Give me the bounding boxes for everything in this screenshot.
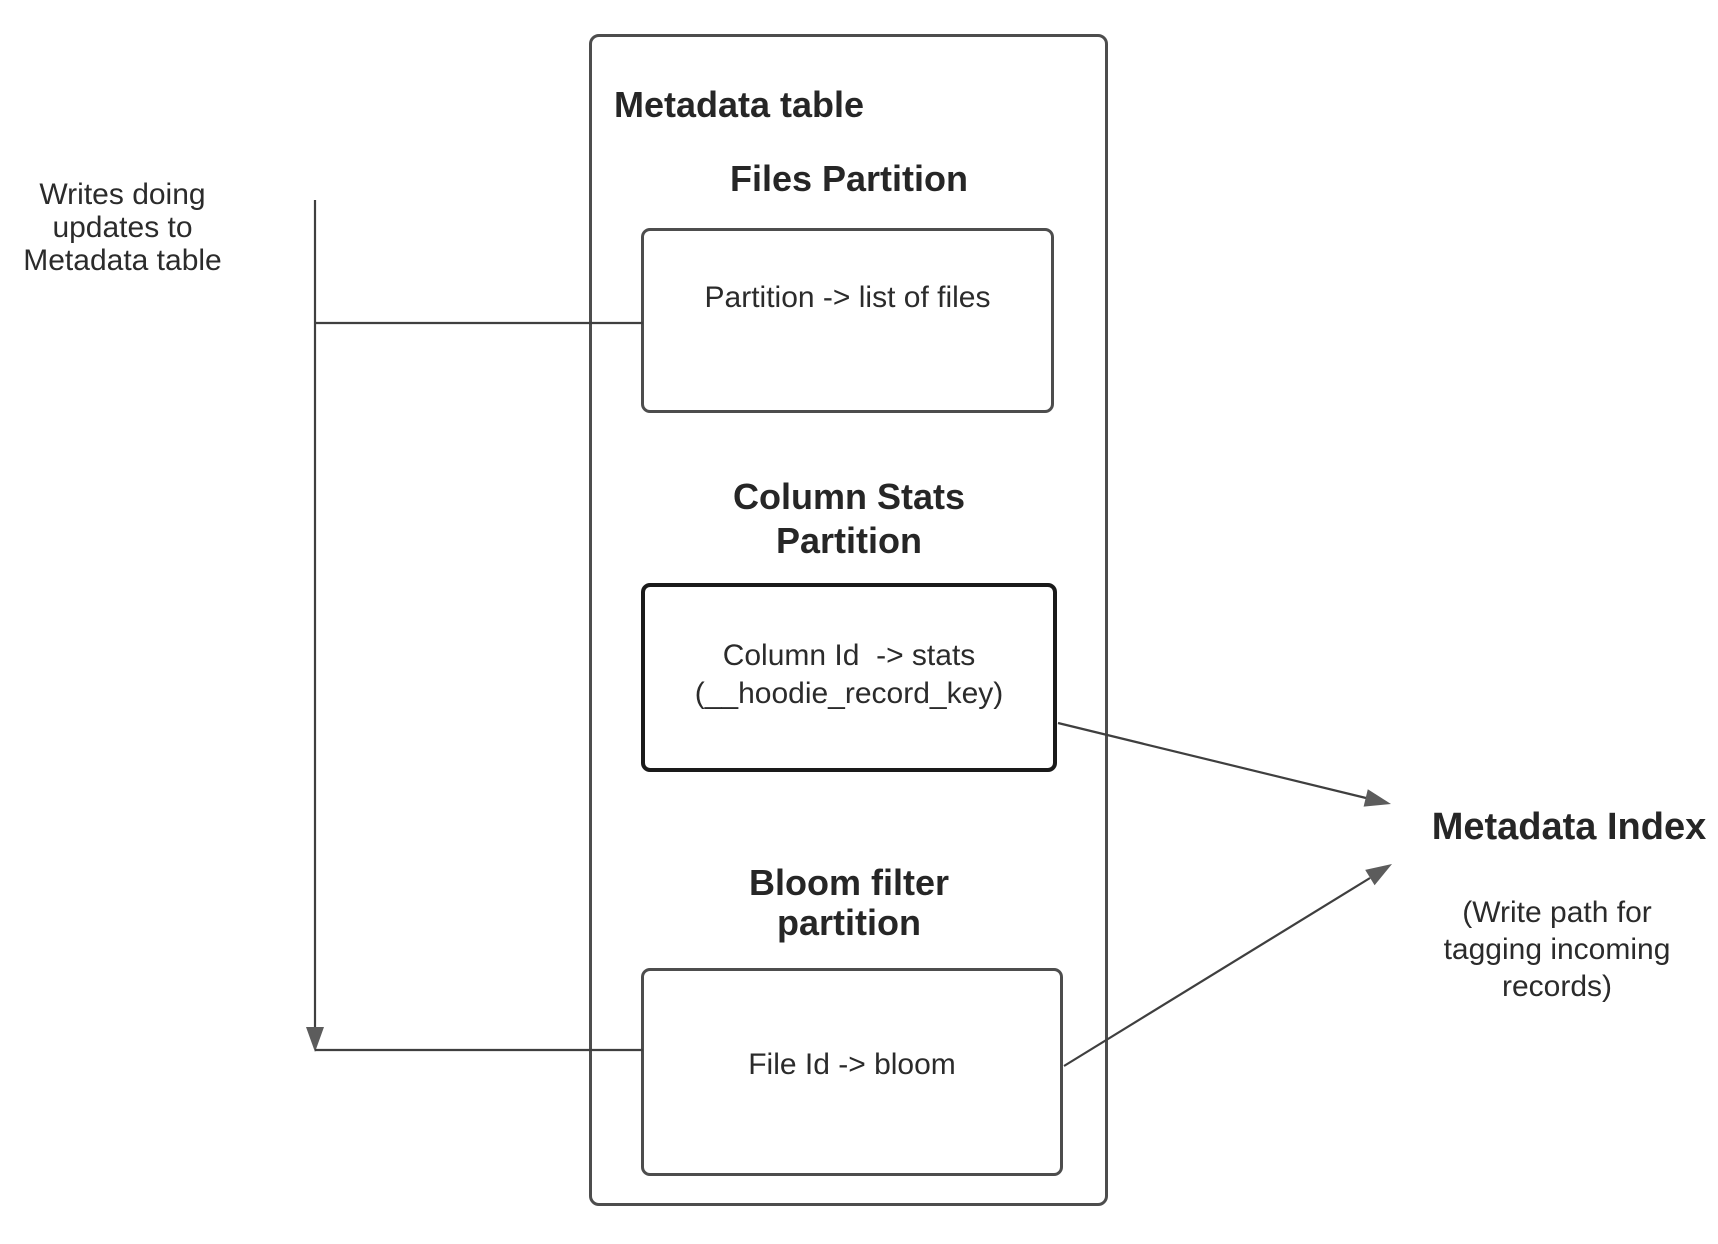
metadata-index-note: (Write path for tagging incoming records… bbox=[1443, 896, 1671, 1003]
metadata-table-box bbox=[589, 34, 1108, 1206]
files-partition-heading: Files Partition bbox=[729, 158, 969, 199]
stats-to-index-arrowhead-icon bbox=[1363, 789, 1391, 807]
column-stats-box: Column Id -> stats (__hoodie_record_key) bbox=[641, 583, 1057, 772]
bloom-to-index-arrowhead-icon bbox=[1365, 864, 1392, 886]
files-partition-mapping: Partition -> list of files bbox=[704, 280, 991, 314]
bloom-to-index-line bbox=[1063, 877, 1371, 1067]
writes-note: Writes doing updates to Metadata table bbox=[23, 178, 222, 277]
metadata-index-title: Metadata Index bbox=[1431, 806, 1707, 848]
metadata-table-title: Metadata table bbox=[614, 84, 865, 125]
column-stats-heading: Column Stats Partition bbox=[732, 476, 965, 561]
bloom-filter-heading: Bloom filter partition bbox=[748, 862, 949, 943]
column-stats-mapping: Column Id -> stats (__hoodie_record_key) bbox=[694, 638, 1004, 710]
files-partition-box: Partition -> list of files bbox=[641, 228, 1054, 413]
bloom-filter-mapping: File Id -> bloom bbox=[748, 1048, 956, 1081]
bloom-filter-box: File Id -> bloom bbox=[641, 968, 1063, 1176]
writes-down-arrowhead-icon bbox=[306, 1027, 324, 1052]
